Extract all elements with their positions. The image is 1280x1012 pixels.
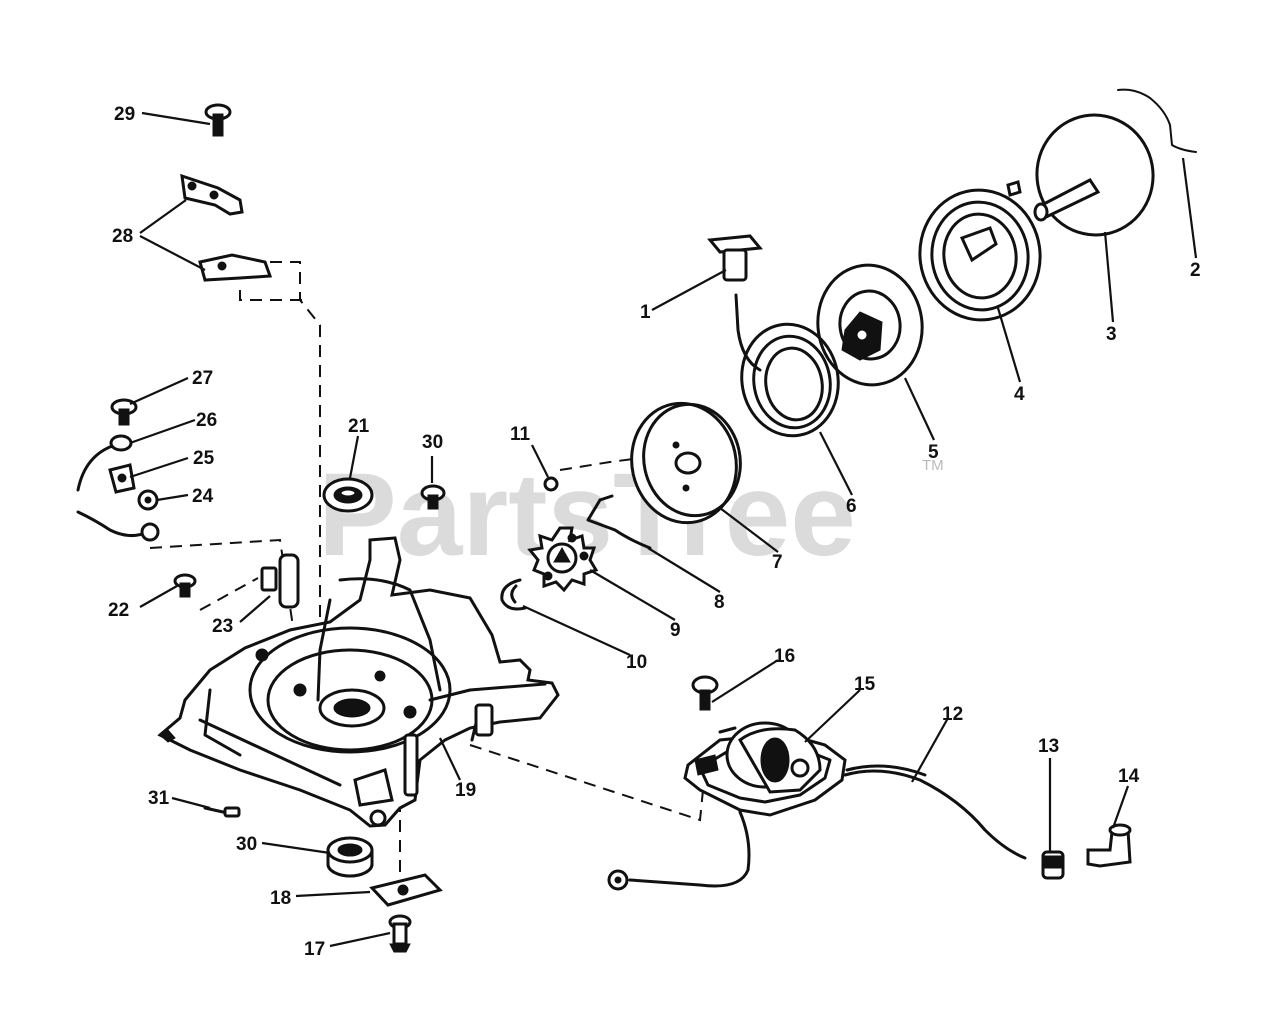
part-1-starter-handle [707,234,763,282]
callout-13: 13 [1038,736,1059,757]
callout-15: 15 [854,674,876,695]
part-25-clip [108,463,136,494]
callout-30-top: 30 [422,432,443,453]
callout-18: 18 [270,888,291,909]
callout-5: 5 [928,442,939,463]
callout-1: 1 [640,302,651,323]
part-12-ignition-lead [843,764,1027,860]
part-10-retaining-ring [500,578,527,611]
part-4-spring-cup [918,180,1042,322]
part-13-plug-cap [1041,850,1065,880]
callout-22: 22 [108,600,129,621]
callout-17: 17 [304,939,325,960]
callout-6: 6 [846,496,857,517]
callout-26: 26 [196,410,217,431]
callout-24: 24 [192,486,214,507]
part-31-pin [203,806,241,818]
part-22-screw [173,573,197,598]
callout-9: 9 [670,620,681,641]
part-9-ratchet-gear [527,526,599,593]
callout-4: 4 [1014,384,1025,405]
watermark-trademark: TM [922,457,944,474]
part-23-spark-plug [260,553,300,609]
part-19-engine-base [157,536,560,828]
callout-23: 23 [212,616,233,637]
part-5-pulley [816,263,924,387]
part-17-screw [388,914,412,953]
part-24-nut [137,489,159,511]
callout-3: 3 [1106,324,1117,345]
callout-7: 7 [772,552,783,573]
callout-21: 21 [348,416,370,437]
assembly-dashed-lines [149,261,706,880]
ground-lead [607,810,751,891]
part-2-wire [1117,88,1197,153]
part-26-wire-terminal [76,434,133,492]
callout-2: 2 [1190,260,1201,281]
part-21-oil-seal [322,477,374,513]
callout-numbers: 1 2 3 4 5 6 7 8 9 10 11 12 13 14 15 16 1… [108,104,1201,960]
part-3-cover-with-shaft [1033,113,1155,237]
callout-19: 19 [455,780,476,801]
callout-25: 25 [193,448,215,469]
part-11-screw [543,476,559,492]
part-8-spring-clip [586,494,652,550]
callout-30-bottom: 30 [236,834,257,855]
part-6-recoil-spring [734,293,840,438]
part-30-bearing [326,836,374,878]
part-14-elbow-boot [1086,823,1132,868]
part-18-plate [369,873,443,907]
callout-10: 10 [626,652,647,673]
leader-lines [129,111,1198,948]
part-7-drive-disk [630,401,742,525]
part-30-screw-top [420,484,446,510]
part-29-screw [204,103,232,137]
callout-16: 16 [774,646,795,667]
callout-29: 29 [114,104,135,125]
lead-wire [76,510,160,542]
part-15-ignition-module [683,721,847,817]
callout-14: 14 [1118,766,1140,787]
callout-12: 12 [942,704,963,725]
callout-27: 27 [192,368,213,389]
callout-31: 31 [148,788,170,809]
callout-11: 11 [510,424,531,445]
callout-28: 28 [112,226,133,247]
callout-8: 8 [714,592,725,613]
part-16-screw [691,675,719,711]
part-28-brackets [180,173,273,282]
